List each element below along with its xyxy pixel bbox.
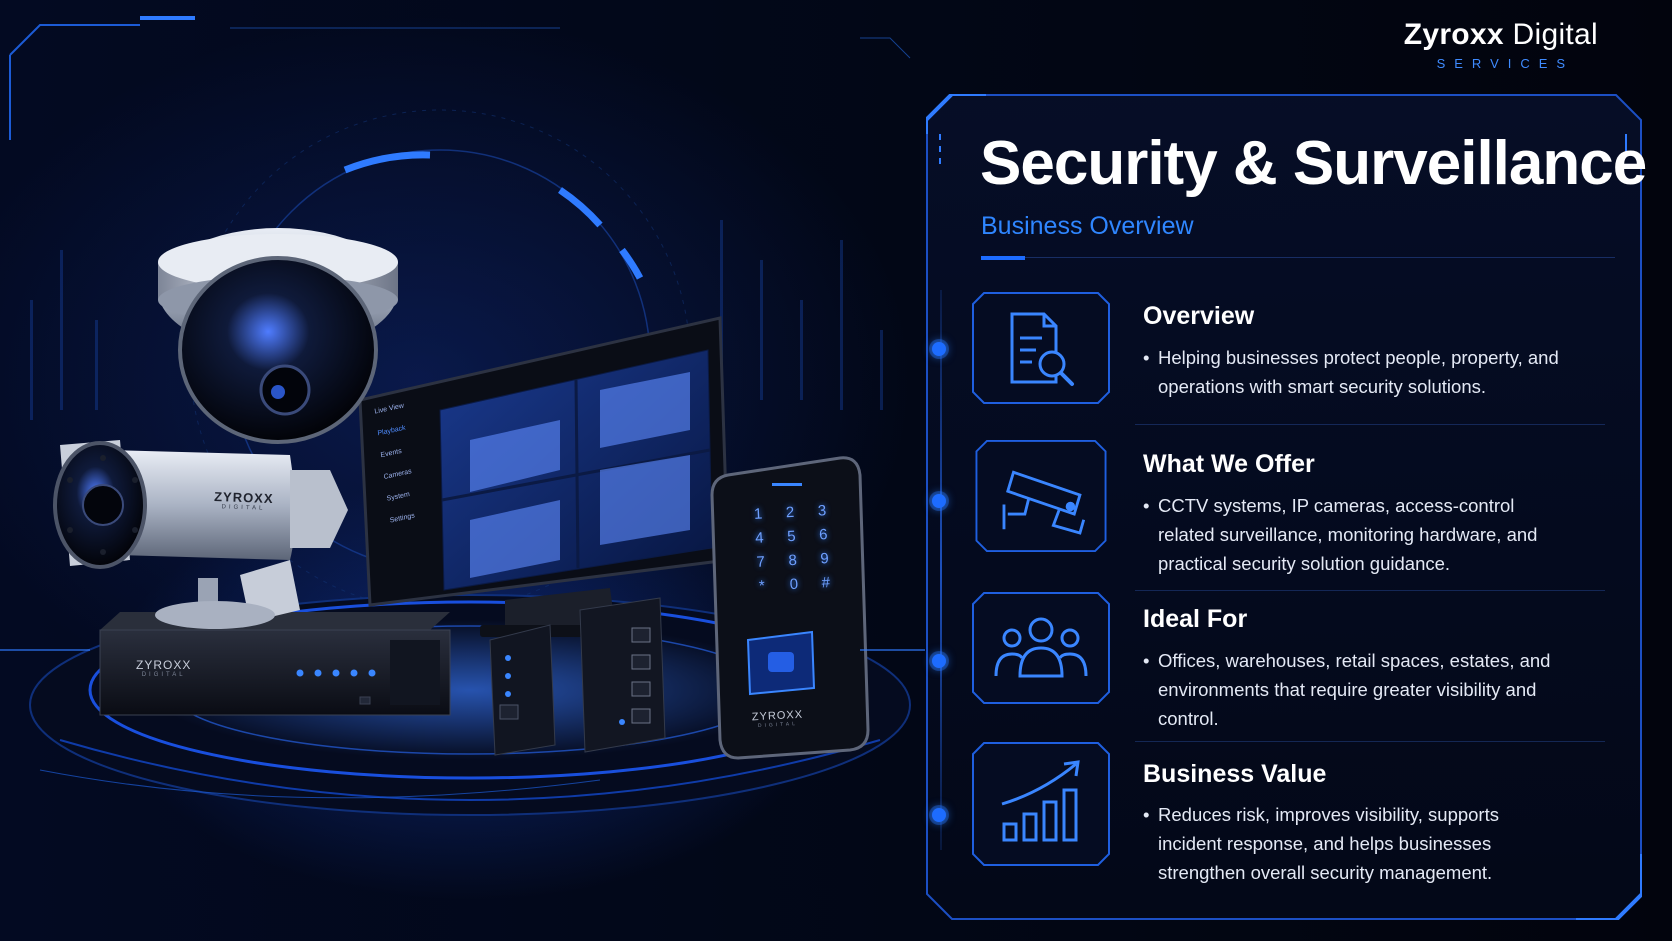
keypad-keys: 1 2 3 4 5 6 7 8 9 * 0 # xyxy=(742,502,843,596)
section-text-content: Helping businesses protect people, prope… xyxy=(1158,347,1559,397)
page-title: Security & Surveillance xyxy=(980,129,1647,198)
keypad-key: 3 xyxy=(817,502,827,520)
section-divider xyxy=(1135,424,1605,425)
network-switch xyxy=(489,597,666,756)
bullet-camera xyxy=(53,440,348,629)
subtitle-accent-bar xyxy=(981,256,1025,260)
timeline-dot xyxy=(932,808,946,822)
timeline-dot xyxy=(932,654,946,668)
subtitle-divider xyxy=(1025,257,1615,258)
timeline-dot xyxy=(932,342,946,356)
keypad-key: 8 xyxy=(788,551,798,570)
section-text: •Offices, warehouses, retail spaces, est… xyxy=(1143,646,1563,733)
keypad-key: 2 xyxy=(785,503,795,522)
section-text-content: Offices, warehouses, retail spaces, esta… xyxy=(1158,650,1551,729)
keypad-key: 5 xyxy=(786,527,796,546)
access-keypad xyxy=(710,456,870,760)
brand-logo: Zyroxx Digital SERVICES xyxy=(1404,18,1598,71)
section-title: Overview xyxy=(1143,302,1255,330)
section-title: Business Value xyxy=(1143,760,1327,788)
keypad-key: 0 xyxy=(789,575,799,594)
page-subtitle: Business Overview xyxy=(981,212,1194,240)
keypad-key: 7 xyxy=(756,553,766,571)
recorder-sub: DIGITAL xyxy=(141,672,186,678)
cctv-camera-icon xyxy=(975,440,1107,552)
brand-name: Zyroxx Digital xyxy=(1404,18,1598,52)
section-text: •Reduces risk, improves visibility, supp… xyxy=(1143,800,1563,887)
growth-chart-icon xyxy=(972,742,1110,866)
section-text-content: CCTV systems, IP cameras, access-control… xyxy=(1158,495,1538,574)
section-text: •CCTV systems, IP cameras, access-contro… xyxy=(1143,491,1563,578)
section-text-content: Reduces risk, improves visibility, suppo… xyxy=(1158,804,1499,883)
keypad-key: 4 xyxy=(754,529,765,547)
timeline-rail xyxy=(940,290,942,850)
timeline-dot xyxy=(932,494,946,508)
section-divider xyxy=(1135,590,1605,591)
brand-name-light: Digital xyxy=(1512,18,1598,51)
keypad-label: ZYROXX DIGITAL xyxy=(752,709,804,730)
keypad-key: 6 xyxy=(818,526,828,544)
keypad-key: # xyxy=(821,574,831,592)
section-title: What We Offer xyxy=(1143,450,1315,478)
section-divider xyxy=(1135,741,1605,742)
dome-camera xyxy=(158,228,398,444)
keypad-key: 9 xyxy=(819,550,830,568)
bullet-camera-label: ZYROXX DIGITAL xyxy=(214,489,274,512)
keypad-key: * xyxy=(758,577,766,595)
document-search-icon xyxy=(972,292,1110,404)
recorder-label: ZYROXX DIGITAL xyxy=(136,658,191,678)
people-group-icon xyxy=(972,592,1110,704)
section-title: Ideal For xyxy=(1143,605,1248,633)
brand-tagline: SERVICES xyxy=(1436,56,1575,71)
keypad-key: 1 xyxy=(753,505,763,523)
section-text: •Helping businesses protect people, prop… xyxy=(1143,343,1563,401)
monitor-device xyxy=(358,316,730,637)
recorder-brand: ZYROXX xyxy=(136,658,192,672)
brand-name-bold: Zyroxx xyxy=(1403,18,1504,51)
